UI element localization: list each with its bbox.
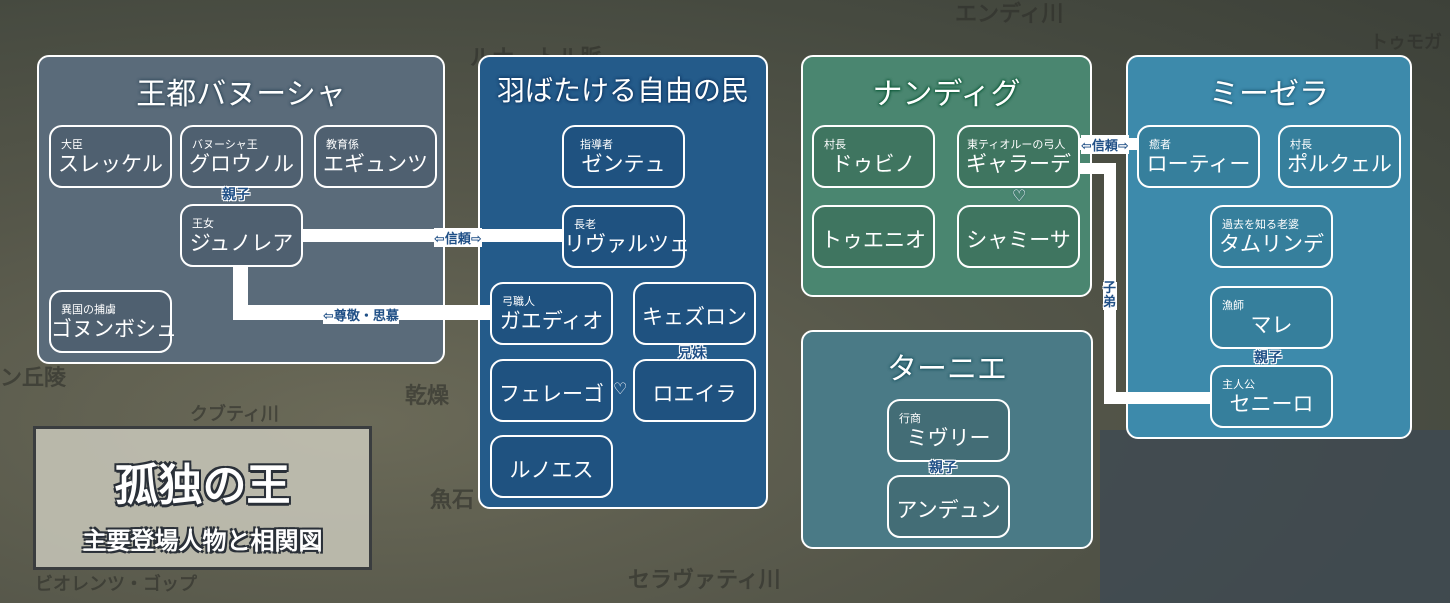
character-card[interactable]: 指導者ゼンテュ [562, 125, 685, 188]
character-card[interactable]: 弓職人ガエディオ [490, 282, 613, 345]
character-name: ゴヌンボシュ [51, 317, 177, 341]
group-title: ターニエ [887, 352, 1007, 387]
character-role: 村長 [824, 138, 846, 151]
character-role: 主人公 [1222, 378, 1255, 391]
map-label: 魚石 [430, 487, 475, 513]
character-role: 過去を知る老婆 [1222, 218, 1299, 231]
character-card[interactable]: アンデュン [887, 475, 1010, 538]
character-name: ローティー [1146, 152, 1251, 176]
character-card[interactable]: ルノエス [490, 435, 613, 498]
character-role: 村長 [1290, 138, 1312, 151]
map-label: 乾燥 [405, 383, 450, 409]
character-card[interactable]: 教育係エギュンツ [314, 125, 437, 188]
character-name: リヴァルツェ [564, 232, 690, 256]
character-name: キェズロン [642, 305, 747, 329]
trust-line-junorea-rivarutse [303, 229, 562, 242]
character-name: ドゥビノ [831, 152, 916, 176]
work-subtitle: 主要登場人物と相関図 [82, 526, 323, 555]
map-label: クブティ川 [190, 404, 279, 425]
character-role: 教育係 [326, 138, 359, 151]
work-title: 孤独の王 [114, 460, 291, 511]
character-card[interactable]: 過去を知る老婆タムリンデ [1210, 205, 1333, 268]
heart-icon: ♡ [1012, 186, 1027, 205]
character-name: セニーロ [1229, 392, 1314, 416]
character-card[interactable]: キェズロン [633, 282, 756, 345]
character-name: ルノエス [509, 458, 594, 482]
character-card[interactable]: 王女ジュノレア [180, 204, 303, 267]
group-title: ナンディグ [872, 77, 1021, 112]
relation-label-parent-child: 親子 [222, 187, 250, 203]
character-role: 異国の捕虜 [61, 303, 116, 316]
map-label: エンディ川 [955, 1, 1064, 27]
relation-label-respect: ⇦尊敬・思慕 [323, 305, 399, 324]
relation-label-trust: ⇦信頼⇨ [1081, 135, 1129, 154]
character-name: スレッケル [58, 152, 163, 176]
character-name: エギュンツ [323, 152, 428, 176]
relation-label-mentor: 子弟 [1103, 281, 1117, 310]
map-label: ン丘陵 [0, 365, 67, 391]
relation-label-parent-child: 親子 [929, 460, 957, 476]
character-card[interactable]: 異国の捕虜ゴヌンボシュ [49, 290, 177, 353]
character-role: 王女 [192, 217, 214, 230]
title-panel: 孤独の王 主要登場人物と相関図 [33, 426, 372, 570]
character-role: 癒者 [1149, 138, 1171, 151]
character-card[interactable]: フェレーゴ [490, 359, 613, 422]
character-name: ロエイラ [652, 382, 737, 406]
relation-label-parent-child: 親子 [1254, 350, 1282, 366]
group-title: 羽ばたける自由の民 [496, 74, 749, 107]
heart-icon: ♡ [613, 379, 628, 398]
character-card[interactable]: バヌーシャ王グロウノル [180, 125, 303, 188]
character-card[interactable]: トゥエニオ [812, 205, 935, 268]
character-card[interactable]: 村長ポルクェル [1278, 125, 1401, 188]
character-role: 長老 [574, 218, 596, 231]
character-name: マレ [1250, 313, 1293, 337]
character-name: フェレーゴ [499, 382, 604, 406]
character-name: ミヴリー [906, 426, 991, 450]
character-name: ギャラーデ [966, 152, 1071, 176]
character-role: バヌーシャ王 [192, 138, 258, 151]
group-title: 王都バヌーシャ [136, 77, 346, 112]
character-card[interactable]: 長老リヴァルツェ [562, 205, 690, 268]
character-role: 漁師 [1222, 299, 1244, 312]
character-role: 弓職人 [502, 295, 535, 308]
relation-label-siblings: 兄妹 [678, 346, 706, 362]
relation-label-trust: ⇦信頼⇨ [434, 228, 482, 247]
character-name: アンデュン [896, 498, 1001, 522]
character-name: ゼンテュ [581, 152, 666, 176]
character-card[interactable]: 行商ミヴリー [887, 399, 1010, 462]
character-name: ジュノレア [189, 231, 294, 255]
character-card[interactable]: 大臣スレッケル [49, 125, 172, 188]
group-title: ミーゼラ [1209, 77, 1329, 112]
character-card[interactable]: シャミーサ [957, 205, 1080, 268]
character-role: 東ティオルーの弓人 [967, 138, 1066, 151]
character-name: グロウノル [189, 152, 294, 176]
character-name: タムリンデ [1219, 232, 1324, 256]
character-role: 行商 [899, 412, 921, 425]
mentor-line-bottom [1104, 392, 1210, 404]
map-label: セラヴァティ川 [628, 567, 781, 593]
character-name: ポルクェル [1287, 152, 1392, 176]
map-sea [1100, 430, 1450, 603]
character-card[interactable]: ロエイラ [633, 359, 756, 422]
map-label: ビオレンツ・ゴップ [35, 574, 197, 595]
character-card[interactable]: 村長ドゥビノ [812, 125, 935, 188]
character-name: シャミーサ [966, 228, 1071, 252]
character-name: ガエディオ [499, 309, 604, 333]
character-card[interactable]: 癒者ローティー [1137, 125, 1260, 188]
character-name: トゥエニオ [821, 228, 926, 252]
character-card[interactable]: 東ティオルーの弓人ギャラーデ [957, 125, 1080, 188]
map-label: トゥモガ [1370, 32, 1442, 53]
character-card[interactable]: 漁師マレ [1210, 286, 1333, 349]
character-card[interactable]: 主人公セニーロ [1210, 365, 1333, 428]
mentor-line-top [1080, 163, 1116, 174]
character-role: 指導者 [580, 138, 613, 151]
character-role: 大臣 [61, 138, 83, 151]
